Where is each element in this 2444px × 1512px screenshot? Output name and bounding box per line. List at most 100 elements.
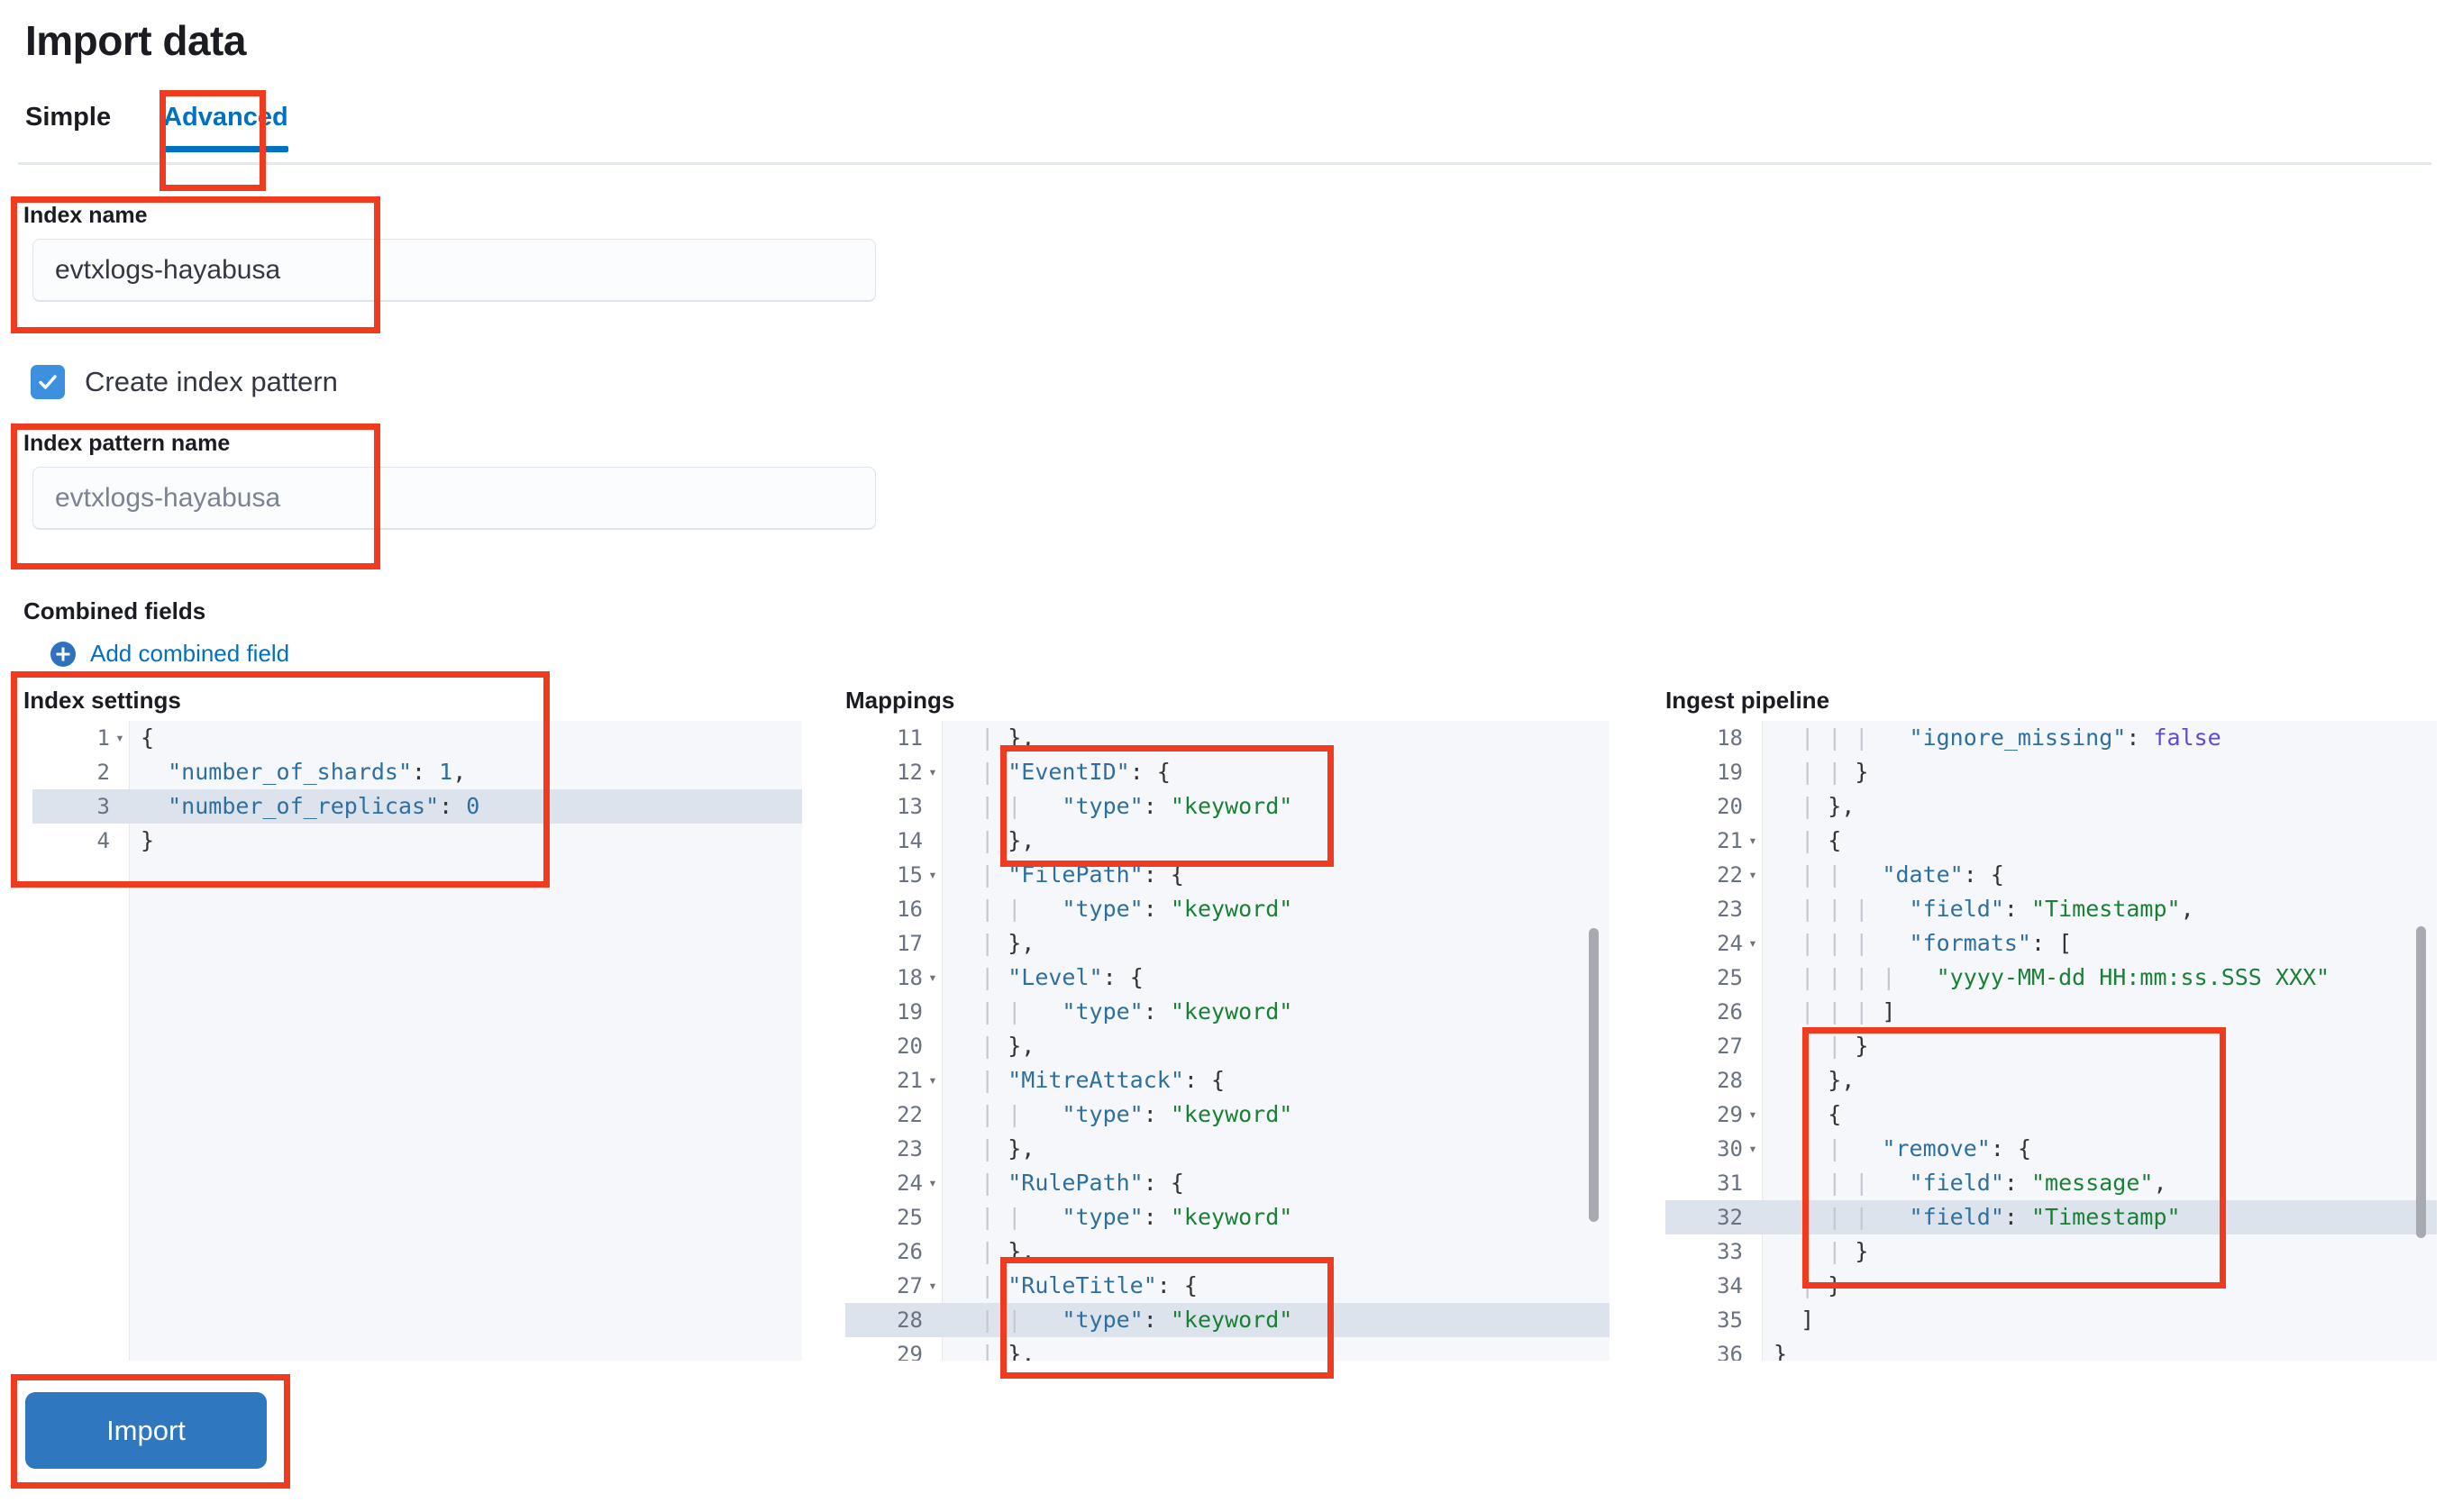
editor-line[interactable]: 18▾ | "Level": { xyxy=(845,961,1610,995)
editor-line[interactable]: 26 | | | ] xyxy=(1665,995,2437,1029)
editor-line[interactable]: 17 | }, xyxy=(845,926,1610,961)
checkbox-checked-icon[interactable] xyxy=(31,365,65,399)
editor-line[interactable]: 25 | | | | "yyyy-MM-dd HH:mm:ss.SSS XXX" xyxy=(1665,961,2437,995)
mappings-editor[interactable]: 11 | }, 12 ▾ | "EventID": { 13 | | "type": … xyxy=(845,721,1610,1361)
index-name-label: Index name xyxy=(23,203,148,228)
fold-caret-icon[interactable]: ▾ xyxy=(1748,1140,1757,1157)
code-text: | | "date": { xyxy=(1774,861,2004,888)
fold-caret-icon[interactable]: ▾ xyxy=(928,866,937,883)
fold-caret-icon[interactable]: ▾ xyxy=(115,729,124,746)
editor-line[interactable]: 2 "number_of_shards": 1, xyxy=(32,755,802,789)
code-text: | | | "field": "Timestamp", xyxy=(1774,896,2194,922)
line-number: 15 xyxy=(897,862,923,888)
fold-caret-icon[interactable]: ▾ xyxy=(1748,1106,1757,1123)
editor-line[interactable]: 26 | }, xyxy=(845,1234,1610,1269)
import-button[interactable]: Import xyxy=(25,1392,267,1469)
code-text: { xyxy=(141,724,155,751)
code-text: | }, xyxy=(953,1341,1035,1361)
editor-line[interactable]: 32 | | | "field": "Timestamp" xyxy=(1665,1200,2437,1234)
line-number: 29 xyxy=(897,1342,923,1361)
code-text: | { xyxy=(1774,1101,1842,1127)
code-text: "number_of_replicas": 0 xyxy=(168,793,480,819)
editor-gutter xyxy=(1665,721,1763,1361)
editor-line[interactable]: 20 | }, xyxy=(845,1029,1610,1063)
editor-line[interactable]: 30▾ | | "remove": { xyxy=(1665,1132,2437,1166)
fold-caret-icon[interactable]: ▾ xyxy=(928,1174,937,1191)
editor-line[interactable]: 3 "number_of_replicas": 0 xyxy=(32,789,802,824)
add-combined-field-button[interactable]: Add combined field xyxy=(50,640,289,668)
editor-line[interactable]: 18 | | | "ignore_missing": false xyxy=(1665,721,2437,755)
editor-line[interactable]: 19 | | "type": "keyword" xyxy=(845,995,1610,1029)
editor-line[interactable]: 24▾ | "RulePath": { xyxy=(845,1166,1610,1200)
index-name-input[interactable]: evtxlogs-hayabusa xyxy=(32,239,876,302)
editor-line[interactable]: 35 ] xyxy=(1665,1303,2437,1337)
editor-line[interactable]: 4} xyxy=(32,824,802,858)
fold-caret-icon[interactable]: ▾ xyxy=(928,763,937,780)
code-text: | }, xyxy=(953,1033,1035,1059)
fold-caret-icon[interactable]: ▾ xyxy=(928,1277,937,1294)
fold-caret-icon[interactable]: ▾ xyxy=(1748,934,1757,952)
editor-line[interactable]: 21▾ | "MitreAttack": { xyxy=(845,1063,1610,1098)
editor-line[interactable]: 29 | }, xyxy=(845,1337,1610,1361)
line-number: 22 xyxy=(1717,862,1743,888)
code-text: | | } xyxy=(1774,1238,1869,1264)
editor-line[interactable]: 13 | | "type": "keyword" xyxy=(845,789,1610,824)
editor-gutter xyxy=(845,721,943,1361)
line-number: 23 xyxy=(1717,897,1743,922)
editor-line[interactable]: 33 | | } xyxy=(1665,1234,2437,1269)
code-text: | "EventID": { xyxy=(953,759,1171,785)
editor-line[interactable]: 21▾ | { xyxy=(1665,824,2437,858)
editor-line[interactable]: 23 | }, xyxy=(845,1132,1610,1166)
editor-line[interactable]: 24▾ | | | "formats": [ xyxy=(1665,926,2437,961)
editor-line[interactable]: 22 | | "type": "keyword" xyxy=(845,1098,1610,1132)
code-text: | | | "formats": [ xyxy=(1774,930,2073,956)
editor-line[interactable]: 1▾{ xyxy=(32,721,802,755)
editor-line[interactable]: 14 | }, xyxy=(845,824,1610,858)
editor-line[interactable]: 23 | | | "field": "Timestamp", xyxy=(1665,892,2437,926)
editor-line[interactable]: 16 | | "type": "keyword" xyxy=(845,892,1610,926)
tab-simple[interactable]: Simple xyxy=(25,103,112,132)
line-number: 4 xyxy=(96,828,110,853)
code-text: | | "type": "keyword" xyxy=(953,896,1293,922)
line-number: 18 xyxy=(897,965,923,990)
tab-advanced[interactable]: Advanced xyxy=(134,99,315,152)
line-number: 26 xyxy=(1717,999,1743,1025)
ingest-pipeline-scrollbar[interactable] xyxy=(2416,926,2426,1238)
line-number: 21 xyxy=(1717,828,1743,853)
editor-line[interactable]: 27 | | } xyxy=(1665,1029,2437,1063)
fold-caret-icon[interactable]: ▾ xyxy=(928,969,937,986)
editor-line[interactable]: 15▾ | "FilePath": { xyxy=(845,858,1610,892)
line-number: 32 xyxy=(1717,1205,1743,1230)
index-settings-editor[interactable]: 1▾{2 "number_of_shards": 1,3 "number_of_… xyxy=(32,721,802,1361)
line-number: 12 xyxy=(897,760,923,785)
index-pattern-name-label: Index pattern name xyxy=(23,431,231,456)
code-text: | | | "field": "message", xyxy=(1774,1170,2167,1196)
page-title: Import data xyxy=(25,17,246,64)
editor-line[interactable]: 31 | | | "field": "message", xyxy=(1665,1166,2437,1200)
line-number: 24 xyxy=(897,1170,923,1196)
line-number: 18 xyxy=(1717,725,1743,751)
fold-caret-icon[interactable]: ▾ xyxy=(928,1071,937,1088)
editor-line[interactable]: 20 | }, xyxy=(1665,789,2437,824)
create-index-pattern-checkbox-row[interactable]: Create index pattern xyxy=(31,365,338,399)
editor-line[interactable]: 25 | | "type": "keyword" xyxy=(845,1200,1610,1234)
editor-line[interactable]: 22 ▾ | | "date": { xyxy=(1665,858,2437,892)
editor-line[interactable]: 28 | | "type": "keyword" xyxy=(845,1303,1610,1337)
create-index-pattern-label: Create index pattern xyxy=(85,366,338,397)
editor-line[interactable]: 12 ▾ | "EventID": { xyxy=(845,755,1610,789)
editor-line[interactable]: 28 | }, xyxy=(1665,1063,2437,1098)
mappings-scrollbar[interactable] xyxy=(1589,928,1599,1222)
editor-line[interactable]: 29▾ | { xyxy=(1665,1098,2437,1132)
line-number: 20 xyxy=(1717,794,1743,819)
line-number: 3 xyxy=(96,794,110,819)
editor-line[interactable]: 19 | | } xyxy=(1665,755,2437,789)
editor-line[interactable]: 36} xyxy=(1665,1337,2437,1361)
index-pattern-name-input[interactable]: evtxlogs-hayabusa xyxy=(32,467,876,530)
code-text: | }, xyxy=(953,827,1035,853)
editor-line[interactable]: 27▾ | "RuleTitle": { xyxy=(845,1269,1610,1303)
fold-caret-icon[interactable]: ▾ xyxy=(1748,866,1757,883)
editor-line[interactable]: 11 | }, xyxy=(845,721,1610,755)
editor-line[interactable]: 34 | } xyxy=(1665,1269,2437,1303)
fold-caret-icon[interactable]: ▾ xyxy=(1748,832,1757,849)
